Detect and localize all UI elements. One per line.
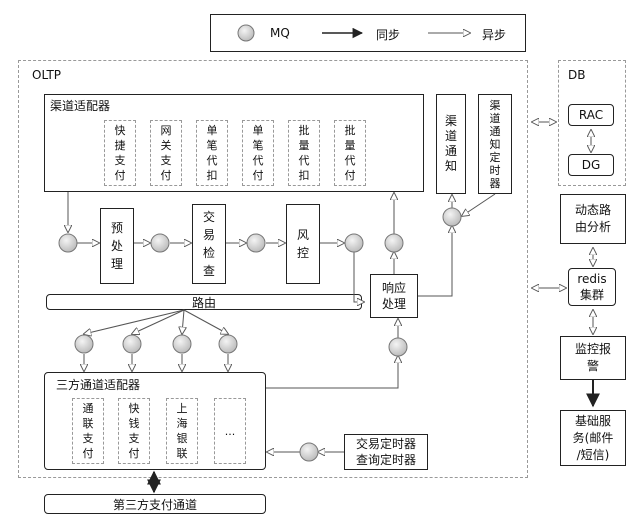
legend-mq-icon	[237, 24, 255, 42]
mq-node	[442, 207, 462, 227]
legend-sync-label: 同步	[376, 28, 401, 42]
mq-node	[246, 233, 266, 253]
channel-item-single-debit: 单 笔 代 扣	[196, 120, 228, 186]
legend-async-label: 异步	[482, 28, 507, 42]
mq-node	[150, 233, 170, 253]
channel-adapter-box	[44, 94, 424, 192]
channel-notify-box: 渠 道 通 知	[436, 94, 466, 194]
mq-node	[384, 233, 404, 253]
channel-adapter-title: 渠道适配器	[50, 99, 111, 113]
mq-node	[218, 334, 238, 354]
oltp-title: OLTP	[32, 68, 62, 82]
third-party-channel-box: 第三方支付通道	[44, 494, 266, 514]
base-service-box: 基础服 务(邮件 /短信)	[560, 410, 626, 466]
third-party-adapter-title: 三方通道适配器	[56, 378, 141, 392]
mq-node	[122, 334, 142, 354]
response-box: 响应 处理	[370, 274, 418, 318]
db-title: DB	[568, 68, 586, 82]
tp-item-kuaiqian: 快 钱 支 付	[118, 398, 150, 464]
dynamic-routing-box: 动态路 由分析	[560, 194, 626, 244]
mq-node	[344, 233, 364, 253]
legend-mq-label: MQ	[270, 26, 290, 40]
channel-item-gateway: 网 关 支 付	[150, 120, 182, 186]
monitor-alert-box: 监控报 警	[560, 336, 626, 380]
redis-cluster-box: redis 集群	[568, 268, 616, 306]
tp-item-shanghai-unionpay: 上 海 银 联	[166, 398, 198, 464]
tp-item-more: ...	[214, 398, 246, 464]
channel-item-single-pay: 单 笔 代 付	[242, 120, 274, 186]
mq-node	[388, 337, 408, 357]
risk-control-box: 风 控	[286, 204, 320, 284]
dg-box: DG	[568, 154, 614, 176]
legend-box	[210, 14, 526, 52]
channel-item-batch-debit: 批 量 代 扣	[288, 120, 320, 186]
third-party-adapter-box	[44, 372, 266, 470]
routing-bar: 路由	[46, 294, 362, 310]
mq-node	[74, 334, 94, 354]
channel-item-quickpay: 快 捷 支 付	[104, 120, 136, 186]
preprocess-box: 预 处 理	[100, 208, 134, 284]
trade-timers-box: 交易定时器 查询定时器	[344, 434, 428, 470]
channel-item-batch-pay: 批 量 代 付	[334, 120, 366, 186]
mq-node	[58, 233, 78, 253]
mq-node	[172, 334, 192, 354]
trade-check-box: 交 易 检 查	[192, 204, 226, 284]
channel-notify-timer-box: 渠 道 通 知 定 时 器	[478, 94, 512, 194]
rac-box: RAC	[568, 104, 614, 126]
mq-node	[299, 442, 319, 462]
tp-item-tonglian: 通 联 支 付	[72, 398, 104, 464]
